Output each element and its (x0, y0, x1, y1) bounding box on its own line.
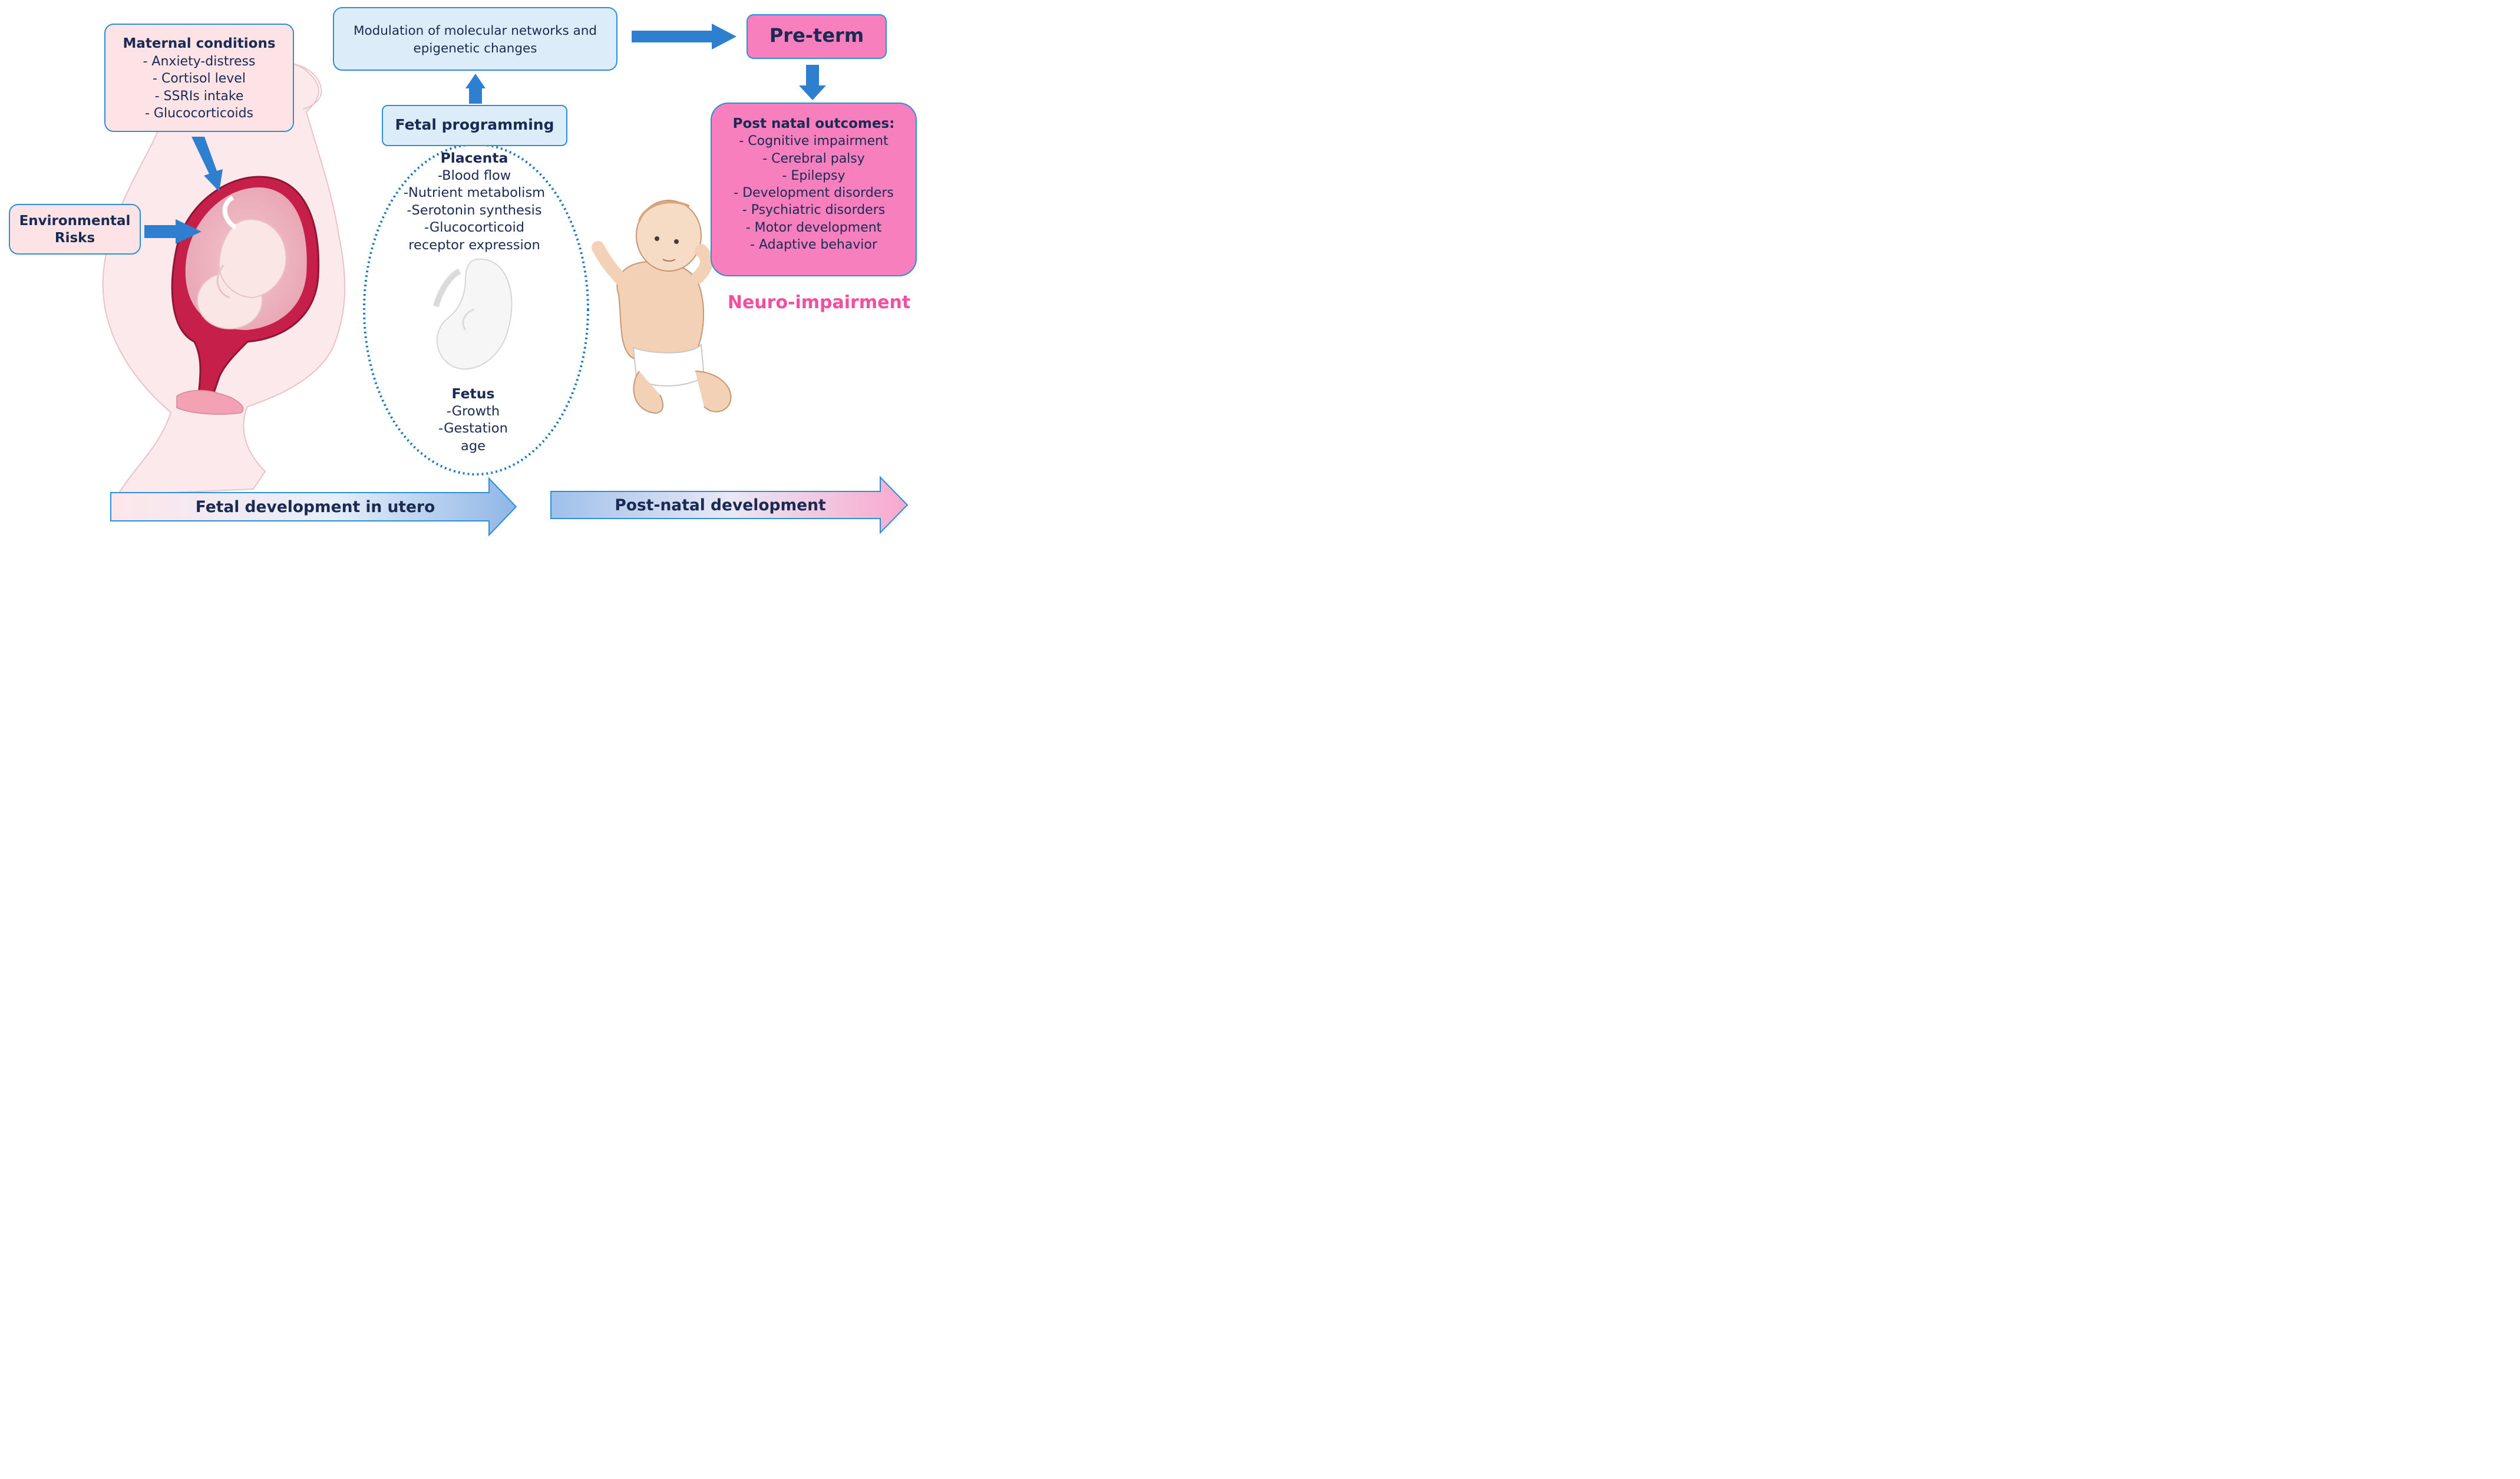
environmental-risks-box: Environmental Risks (9, 204, 141, 255)
preterm-label: Pre-term (769, 24, 864, 47)
postnatal-item: - Cognitive impairment (739, 134, 889, 149)
environmental-label: Environmental (19, 213, 131, 229)
placenta-title: Placenta (440, 150, 508, 166)
maternal-conditions-box: Maternal conditions - Anxiety-distress -… (104, 24, 294, 132)
fetal-development-label: Fetal development in utero (195, 498, 435, 516)
postnatal-development-arrow (550, 476, 909, 534)
arrow-environment-to-uterus (144, 219, 202, 244)
arrow-programming-to-modulation (465, 74, 485, 104)
preterm-box: Pre-term (747, 14, 887, 59)
postnatal-item: - Adaptive behavior (750, 237, 877, 253)
postnatal-item: - Motor development (745, 220, 882, 235)
fetus-sketch-illustration (433, 258, 513, 370)
maternal-item: - Cortisol level (153, 71, 246, 86)
postnatal-outcomes-title: Post natal outcomes: (732, 116, 895, 131)
placenta-item: receptor expression (408, 237, 540, 253)
fetus-title: Fetus (451, 385, 495, 402)
dotted-oval (363, 143, 589, 476)
modulation-box: Modulation of molecular networks and epi… (333, 7, 617, 71)
uterus-fetus-illustration (171, 176, 320, 415)
modulation-line: Modulation of molecular networks and (353, 24, 597, 38)
placenta-section: Placenta -Blood flow -Nutrient metabolis… (383, 150, 566, 254)
postnatal-item: - Development disorders (734, 186, 894, 201)
placenta-item: -Glucocorticoid (424, 220, 525, 235)
placenta-item: -Blood flow (437, 167, 511, 183)
postnatal-outcomes-box: Post natal outcomes: - Cognitive impairm… (711, 103, 917, 276)
maternal-item: - SSRIs intake (154, 88, 244, 104)
postnatal-item: - Epilepsy (782, 168, 845, 183)
postnatal-item: - Cerebral palsy (762, 151, 865, 166)
infant-illustration (592, 200, 732, 414)
fetus-item: -Gestation (438, 421, 508, 436)
arrow-maternal-to-uterus (191, 137, 223, 192)
maternal-item: - Glucocorticoids (144, 106, 254, 121)
modulation-line: epigenetic changes (413, 41, 537, 56)
fetus-section: Fetus -Growth -Gestation age (412, 385, 534, 455)
placenta-item: -Serotonin synthesis (407, 202, 542, 218)
risks-label: Risks (54, 230, 95, 246)
fetus-item: age (461, 438, 485, 454)
maternal-conditions-title: Maternal conditions (123, 36, 276, 51)
fetus-item: -Growth (446, 403, 500, 419)
fetal-programming-label: Fetal programming (395, 116, 554, 133)
placenta-item: -Nutrient metabolism (403, 185, 546, 200)
arrow-preterm-to-outcomes (799, 65, 826, 100)
postnatal-item: - Psychiatric disorders (742, 203, 886, 218)
fetal-development-arrow (110, 477, 517, 537)
arrow-modulation-to-preterm (632, 24, 736, 49)
postnatal-development-label: Post-natal development (615, 496, 826, 514)
fetal-programming-box: Fetal programming (382, 105, 567, 146)
diagram-artwork (102, 24, 909, 537)
maternal-item: - Anxiety-distress (143, 54, 256, 69)
neuro-impairment-label: Neuro-impairment (727, 292, 911, 313)
